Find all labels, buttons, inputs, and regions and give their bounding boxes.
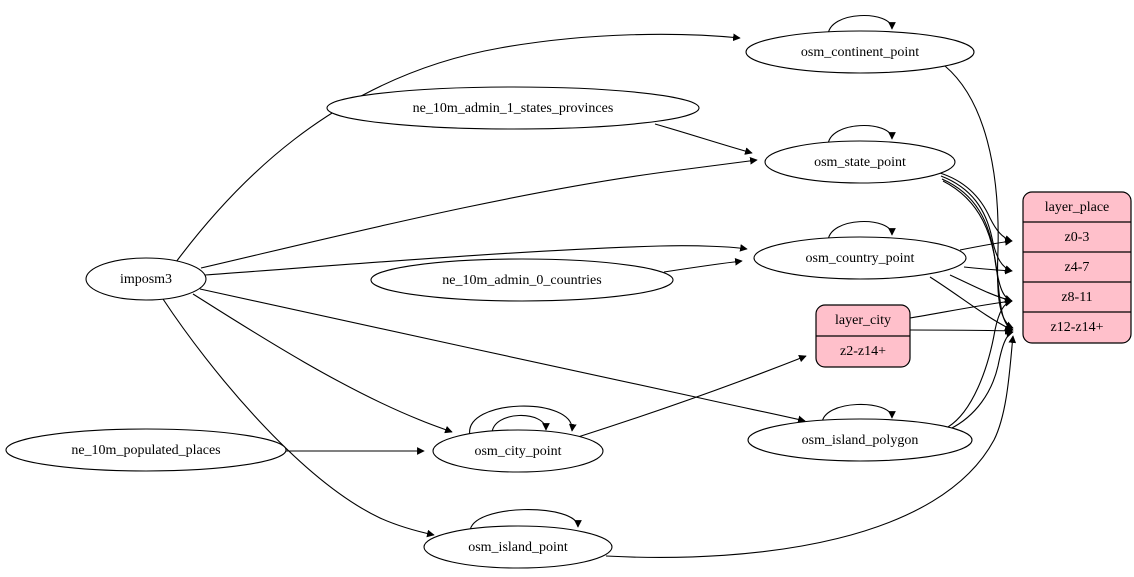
node-ne_10m_admin_1_states_provinces[interactable]: ne_10m_admin_1_states_provinces <box>326 86 700 130</box>
node-ne_populated-label: ne_10m_populated_places <box>71 443 220 458</box>
node-ne_10m_admin_0_countries[interactable]: ne_10m_admin_0_countries <box>370 258 674 302</box>
record-layer_place-row-z12-z14[interactable]: z12-z14+ <box>1051 320 1104 335</box>
edge-self-osm_island_point <box>469 509 582 533</box>
edge-imposm3-osm_country_point <box>204 244 748 276</box>
record-layer_place[interactable]: layer_place z0-3 z4-7 z8-11 z12-z14+ <box>1022 191 1132 344</box>
record-layer_city-row-z2-z14[interactable]: z2-z14+ <box>840 344 886 359</box>
edge-layer_city-layer_place-z8 <box>909 298 1013 319</box>
edge-self-osm_city_point-outer <box>469 405 577 437</box>
node-osm_continent_point-label: osm_continent_point <box>801 45 919 60</box>
node-osm_state_point-label: osm_state_point <box>814 155 906 170</box>
record-layer_place-row-z8-11[interactable]: z8-11 <box>1061 290 1092 305</box>
node-osm_island_polygon[interactable]: osm_island_polygon <box>747 418 973 462</box>
edge-imposm3-osm_state_point <box>200 156 758 269</box>
edge-imposm3-osm_continent_point <box>175 33 741 263</box>
edge-osm_country_point-layer_place-z4 <box>963 266 1013 275</box>
edge-osm_island_point-layer_place-z12 <box>605 335 1017 558</box>
node-osm_country_point[interactable]: osm_country_point <box>753 236 967 280</box>
node-ne_admin1-label: ne_10m_admin_1_states_provinces <box>413 101 614 116</box>
edge-layer <box>162 14 1017 558</box>
node-layer: imposm3 ne_10m_admin_1_states_provinces … <box>5 30 975 569</box>
node-osm_state_point[interactable]: osm_state_point <box>764 140 956 184</box>
edge-self-osm_country_point <box>827 220 896 243</box>
edge-imposm3-osm_island_polygon <box>199 288 806 424</box>
edge-self-osm_island_polygon <box>821 403 896 425</box>
node-osm_city_point-label: osm_city_point <box>474 444 561 459</box>
edge-layer_city-layer_place-z12 <box>909 326 1013 335</box>
edge-imposm3-osm_island_point <box>162 298 435 538</box>
edge-osm_country_point-layer_place-z0 <box>959 238 1013 251</box>
edge-ne_admin0-osm_country_point <box>663 257 743 273</box>
edge-osm_city_point-layer_city <box>577 354 807 438</box>
node-ne_10m_populated_places[interactable]: ne_10m_populated_places <box>5 428 287 472</box>
edge-self-osm_continent_point <box>827 14 896 37</box>
record-layer: layer_place z0-3 z4-7 z8-11 z12-z14+ lay… <box>815 191 1132 368</box>
record-layer_city-title: layer_city <box>835 313 891 328</box>
node-osm_city_point[interactable]: osm_city_point <box>432 429 604 473</box>
record-layer_city[interactable]: layer_city z2-z14+ <box>815 304 911 368</box>
node-osm_island_point[interactable]: osm_island_point <box>423 525 613 569</box>
edge-osm_island_polygon-layer_place-z12 <box>949 330 1014 430</box>
node-osm_island_point-label: osm_island_point <box>468 540 568 555</box>
record-layer_place-row-z0-3[interactable]: z0-3 <box>1065 230 1090 245</box>
node-imposm3[interactable]: imposm3 <box>85 257 207 301</box>
edge-self-osm_state_point <box>827 124 896 147</box>
edge-osm_state_point-layer_place-z0 <box>939 172 1013 243</box>
edge-self-osm_city_point-inner <box>491 414 550 435</box>
edge-ne_admin1-osm_state_point <box>654 123 753 155</box>
edge-osm_island_polygon-layer_place-z8 <box>947 298 1013 428</box>
node-osm_country_point-label: osm_country_point <box>806 251 915 266</box>
record-layer_place-title: layer_place <box>1045 200 1110 215</box>
node-ne_admin0-label: ne_10m_admin_0_countries <box>442 273 601 288</box>
record-layer_place-row-z4-7[interactable]: z4-7 <box>1065 260 1090 275</box>
node-osm_island_polygon-label: osm_island_polygon <box>802 433 919 448</box>
edge-imposm3-osm_city_point <box>192 293 453 434</box>
edge-osm_state_point-layer_place-z4 <box>940 175 1013 273</box>
edge-osm_country_point-layer_place-z12 <box>929 276 1013 331</box>
node-osm_continent_point[interactable]: osm_continent_point <box>745 30 975 74</box>
node-imposm3-label: imposm3 <box>120 272 172 287</box>
